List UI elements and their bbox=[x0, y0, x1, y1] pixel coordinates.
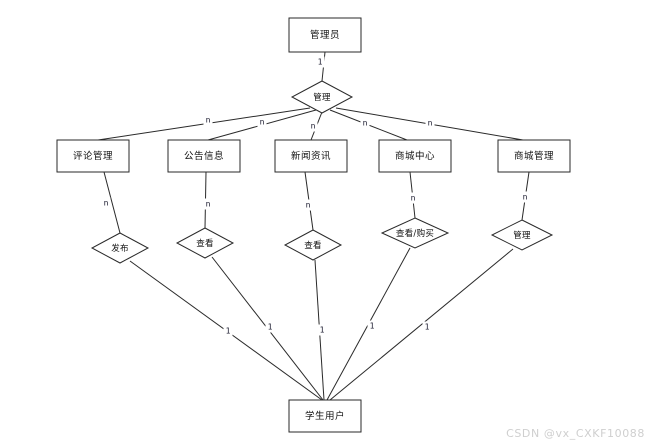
cardinality-label: n bbox=[311, 122, 316, 131]
entity-rect bbox=[378, 139, 452, 173]
entity-node-e5[interactable]: 商城管理 bbox=[497, 139, 571, 173]
relationship-node-r_view_buy[interactable]: 查看/购买 bbox=[380, 217, 450, 249]
cardinality-label-bg bbox=[257, 116, 267, 128]
entity-node-student[interactable]: 学生用户 bbox=[288, 399, 362, 433]
cardinality-label: 1 bbox=[268, 323, 273, 332]
entity-label: 新闻资讯 bbox=[291, 150, 331, 162]
cardinality-label: n bbox=[428, 119, 433, 128]
cardinality-label: n bbox=[411, 194, 416, 203]
cardinality-label-bg bbox=[265, 321, 275, 333]
entity-rect bbox=[274, 139, 348, 173]
cardinality-label: 1 bbox=[425, 323, 430, 332]
cardinality-label-bg bbox=[203, 114, 213, 126]
entity-label: 管理员 bbox=[310, 29, 340, 41]
relationship-node-r_manage_b[interactable]: 管理 bbox=[490, 219, 554, 251]
entity-node-e3[interactable]: 新闻资讯 bbox=[274, 139, 348, 173]
entity-rect bbox=[288, 17, 362, 53]
relationship-label: 查看 bbox=[304, 240, 322, 251]
cardinality-label-bg bbox=[360, 117, 370, 129]
entity-node-admin[interactable]: 管理员 bbox=[288, 17, 362, 53]
relationship-node-r_publish[interactable]: 发布 bbox=[90, 232, 150, 264]
cardinality-label: n bbox=[104, 199, 109, 208]
cardinality-label: 1 bbox=[320, 326, 325, 335]
relationship-diamond bbox=[90, 232, 150, 264]
cardinality-label: 1 bbox=[226, 327, 231, 336]
cardinality-label: n bbox=[206, 116, 211, 125]
cardinality-label-bg bbox=[367, 320, 377, 332]
entity-node-e4[interactable]: 商城中心 bbox=[378, 139, 452, 173]
entity-label: 评论管理 bbox=[73, 150, 113, 162]
entity-label: 商城中心 bbox=[395, 150, 435, 162]
relationship-label: 管理 bbox=[513, 230, 531, 241]
cardinality-labels-layer: 1 n n n n n n n n n n 1 1 1 1 1 bbox=[101, 56, 530, 337]
entity-rect bbox=[167, 139, 241, 173]
entity-label: 公告信息 bbox=[184, 150, 224, 162]
relationship-label: 管理 bbox=[313, 92, 331, 103]
cardinality-label: n bbox=[206, 200, 211, 209]
cardinality-label: n bbox=[523, 193, 528, 202]
relationship-diamond bbox=[290, 80, 354, 114]
cardinality-label-bg bbox=[315, 56, 325, 68]
relationship-label: 查看 bbox=[196, 238, 214, 249]
cardinality-label-bg bbox=[101, 197, 111, 209]
cardinality-label-bg bbox=[317, 324, 327, 336]
csdn-watermark: CSDN @vx_CXKF10088 bbox=[506, 427, 645, 440]
relationship-diamond bbox=[490, 219, 554, 251]
cardinality-label: n bbox=[260, 118, 265, 127]
relationship-node-r_manage_top[interactable]: 管理 bbox=[290, 80, 354, 114]
cardinality-label: n bbox=[306, 201, 311, 210]
cardinality-label-bg bbox=[308, 120, 318, 132]
er-edge bbox=[329, 248, 514, 401]
relationship-diamond bbox=[175, 227, 235, 259]
cardinality-label-bg bbox=[408, 192, 418, 204]
er-edge bbox=[103, 171, 121, 234]
cardinality-label-bg bbox=[303, 199, 313, 211]
cardinality-label: 1 bbox=[370, 322, 375, 331]
entity-rect bbox=[497, 139, 571, 173]
relationship-diamond bbox=[380, 217, 450, 249]
entity-node-e2[interactable]: 公告信息 bbox=[167, 139, 241, 173]
relationship-node-r_view1[interactable]: 查看 bbox=[175, 227, 235, 259]
relationship-node-r_view2[interactable]: 查看 bbox=[283, 229, 343, 261]
relationship-label: 查看/购买 bbox=[396, 228, 434, 239]
cardinality-label-bg bbox=[425, 117, 435, 129]
relationship-label: 发布 bbox=[111, 243, 129, 254]
entity-label: 学生用户 bbox=[305, 410, 345, 422]
cardinality-label: n bbox=[363, 119, 368, 128]
entity-label: 商城管理 bbox=[514, 150, 554, 162]
entity-rect bbox=[288, 399, 362, 433]
cardinality-label-bg bbox=[422, 321, 432, 333]
cardinality-label-bg bbox=[520, 191, 530, 203]
cardinality-label-bg bbox=[203, 198, 213, 210]
relationship-diamond bbox=[283, 229, 343, 261]
entity-node-e1[interactable]: 评论管理 bbox=[56, 139, 130, 173]
entity-rect bbox=[56, 139, 130, 173]
cardinality-label-bg bbox=[223, 325, 233, 337]
cardinality-label: 1 bbox=[318, 58, 323, 67]
